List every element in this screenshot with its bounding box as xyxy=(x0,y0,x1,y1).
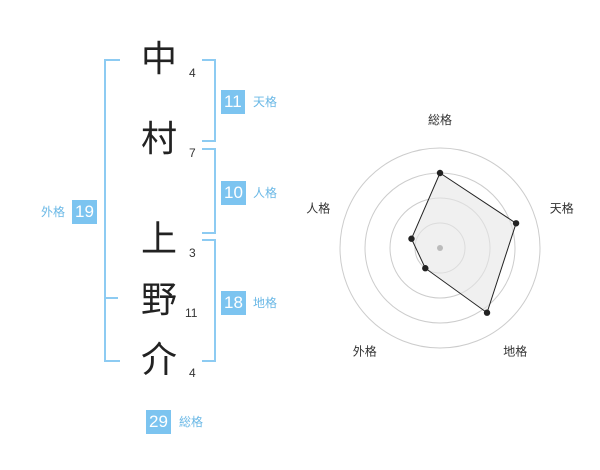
radar-point-4 xyxy=(422,265,429,272)
gaikaku-label: 外格 xyxy=(41,205,66,219)
jinkaku-label: 人格 xyxy=(253,186,278,200)
radar-axis-label-2: 天格 xyxy=(550,200,574,215)
stroke-count-4: 11 xyxy=(185,306,198,320)
name-char-3: 上 xyxy=(140,219,177,260)
gaikaku-badge: 19 xyxy=(72,200,97,224)
soukaku-label: 総格 xyxy=(179,415,204,429)
radar-point-3 xyxy=(483,309,491,316)
stroke-count-2: 7 xyxy=(189,146,196,160)
radar-area xyxy=(410,172,517,314)
radar-point-5 xyxy=(408,235,415,242)
stroke-count-1: 4 xyxy=(189,66,196,80)
stroke-count-3: 3 xyxy=(189,246,196,260)
tenkaku-bracket xyxy=(202,59,216,142)
name-char-5: 介 xyxy=(140,340,177,381)
radar-ring-1 xyxy=(339,147,541,349)
jinkaku-bracket xyxy=(202,148,216,234)
radar-axis-label-4: 外格 xyxy=(353,344,377,359)
gaikaku-bracket-tick xyxy=(104,297,118,299)
name-char-4: 野 xyxy=(140,280,177,321)
soukaku-badge: 29 xyxy=(146,410,171,434)
jinkaku-badge: 10 xyxy=(221,181,246,205)
radar-axis-label-5: 人格 xyxy=(306,200,330,215)
name-char-2: 村 xyxy=(140,119,177,160)
stroke-count-5: 4 xyxy=(189,366,196,380)
tenkaku-badge: 11 xyxy=(221,90,245,114)
tenkaku-label: 天格 xyxy=(253,95,278,109)
chikaku-bracket xyxy=(202,239,216,362)
radar-axis-label-1: 総格 xyxy=(428,112,452,127)
radar-axis-label-3: 地格 xyxy=(503,344,527,359)
gaikaku-bracket xyxy=(104,59,120,362)
name-char-1: 中 xyxy=(140,39,177,80)
radar-point-1 xyxy=(436,169,444,177)
radar-point-2 xyxy=(512,220,520,227)
radar-center xyxy=(437,245,443,251)
chikaku-label: 地格 xyxy=(253,296,278,310)
chikaku-badge: 18 xyxy=(221,291,246,315)
